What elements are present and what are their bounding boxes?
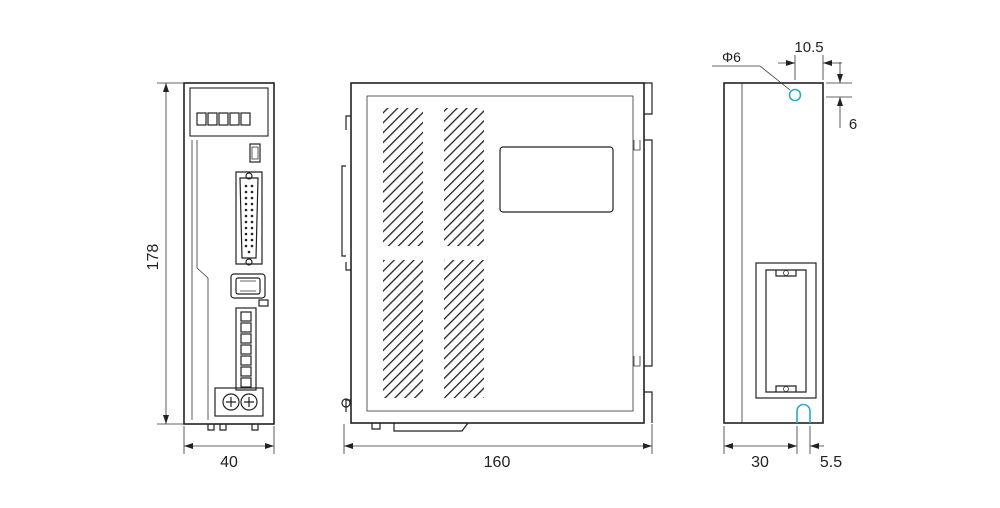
vent-bottom-right [444,260,484,398]
ground-screws [214,387,264,417]
side-width-dimension [343,424,653,454]
bottom-rail [371,422,469,432]
small-switch [258,299,269,307]
led-display [196,112,251,126]
side-width-label: 160 [484,454,511,471]
vent-top-left [383,108,423,246]
side-view: 160 [341,82,653,471]
rail-clip [341,115,351,271]
display-window [189,87,269,137]
hole-y-dimension [826,62,852,128]
usb-port [249,143,261,163]
label-plate [499,146,614,213]
front-view: 178 40 [145,82,275,471]
rear-housing [723,82,824,424]
rear-width-dimension [723,426,798,454]
rear-rail-clip [755,262,817,399]
vent-top-right [444,108,484,246]
db-connector [235,171,263,266]
height-label: 178 [145,244,162,271]
vent-bottom-left [383,260,423,398]
terminal-block [235,307,257,391]
front-width-dimension [183,426,275,454]
front-width-label: 40 [220,454,238,471]
hole-y-label: 6 [849,116,857,133]
hole-x-label: 10.5 [794,39,823,56]
side-flange [644,82,653,423]
hole-diameter-label: Φ6 [722,49,741,65]
rear-view: Φ6 10.5 6 30 [712,39,857,471]
front-feet [207,424,259,431]
hole-x-dimension [778,55,842,80]
slot-offset-label: 5.5 [820,454,842,471]
rear-width-label: 30 [751,454,769,471]
height-dimension [157,82,184,425]
encoder-connector [230,273,269,307]
front-panel-edge [191,140,209,420]
front-housing [183,82,275,425]
slot-dimension [809,426,824,454]
bottom-slot [796,403,811,423]
side-panel-outline [366,95,634,412]
mounting-hole [788,88,802,102]
